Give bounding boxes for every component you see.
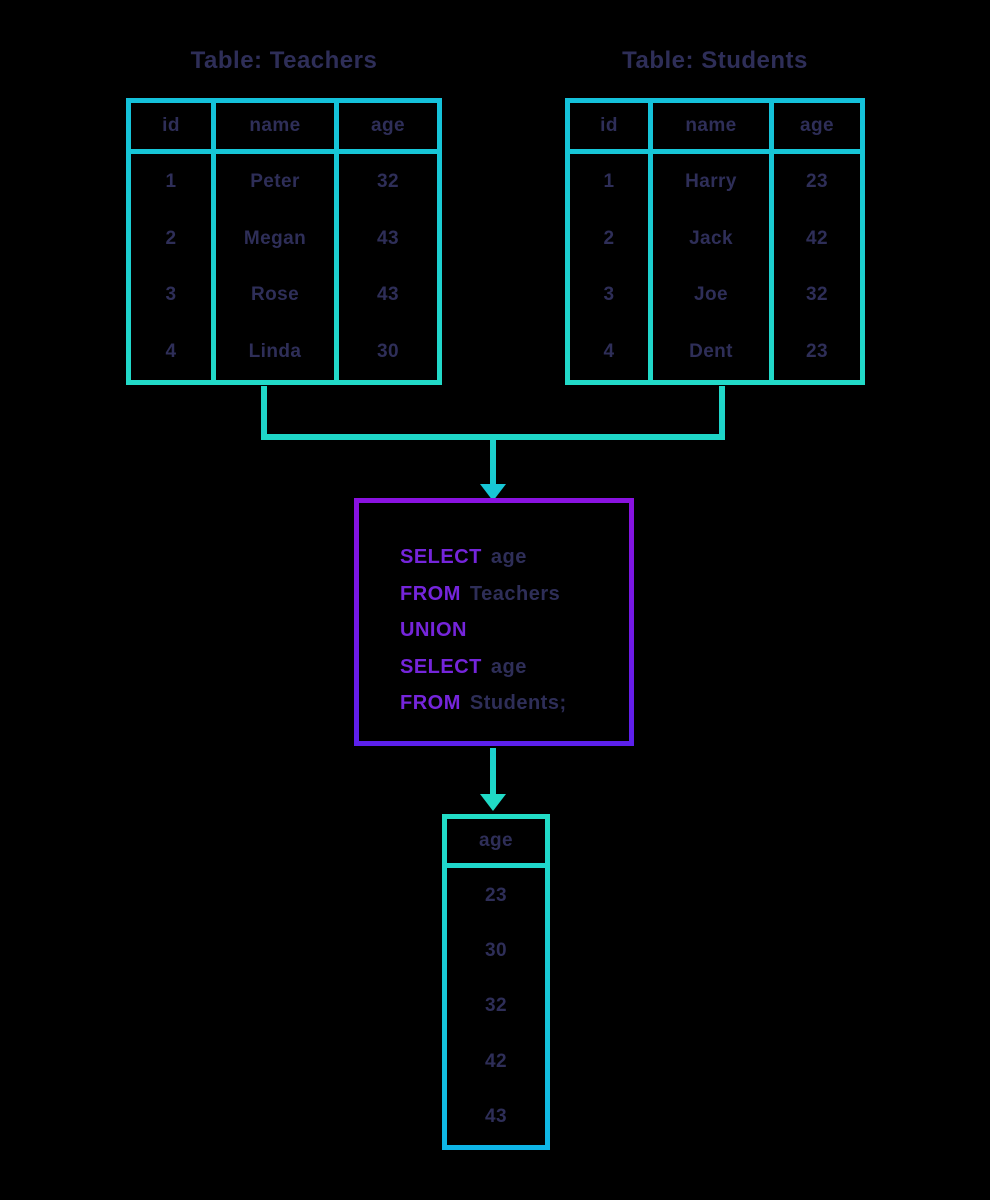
sql-argument: Students; [469,692,567,714]
table-cell: Joe [694,284,728,306]
table-cell: 32 [377,171,399,193]
result-arrow-shaft [490,748,496,796]
sql-keyword: SELECT [400,655,482,678]
table-cell: 32 [806,284,828,306]
students-connector-line [719,386,725,440]
sql-keyword: FROM [400,692,461,714]
teachers-column-name: Peter Megan Rose Linda [216,154,334,380]
teachers-header-name: name [216,103,334,149]
table-cell: 3 [165,284,177,306]
teachers-header-id: id [131,103,211,149]
students-column-id: 1 2 3 4 [570,154,648,380]
sql-argument: Teachers [469,582,561,605]
sql-argument: age [490,655,527,678]
students-table: id name age 1 2 3 4 Harry Jack Joe Dent … [565,98,865,385]
teachers-header-age: age [339,103,437,149]
table-cell: 2 [603,227,615,249]
table-cell: 1 [603,171,615,193]
students-header-name: name [653,103,769,149]
sql-keyword: SELECT [400,546,482,568]
sql-argument: age [490,546,527,568]
sql-line: SELECT age [400,649,629,686]
teachers-table-title: Table: Teachers [190,47,378,74]
sql-query-box: SELECT age FROM Teachers UNION SELECT age F… [354,498,634,746]
sql-query-code: SELECT age FROM Teachers UNION SELECT age F… [359,503,629,741]
table-cell: 1 [165,171,177,193]
table-cell: Rose [250,284,300,306]
table-cell: 43 [377,227,399,249]
sql-keyword: UNION [400,619,467,641]
table-cell: Peter [250,171,300,193]
teachers-table: id name age 1 2 3 4 Peter Megan Rose Lin… [126,98,442,385]
sql-keyword: FROM [400,582,461,605]
sql-line: FROM Students; [400,685,629,722]
teachers-column-id: 1 2 3 4 [131,154,211,380]
table-cell: 32 [485,995,507,1017]
table-cell: Jack [689,227,733,249]
sql-line: FROM Teachers [400,576,629,613]
table-cell: 30 [485,940,507,962]
table-cell: 23 [485,884,507,906]
table-cell: Linda [248,340,302,362]
teachers-connector-line [261,386,267,440]
table-cell: Megan [243,227,307,249]
table-cell: 43 [377,284,399,306]
table-cell: 2 [165,227,177,249]
arrow-down-icon [480,794,506,811]
students-header-age: age [774,103,860,149]
table-cell: 42 [806,227,828,249]
table-cell: 42 [485,1050,507,1072]
arrow-down-icon [480,484,506,501]
result-table: age 23 30 32 42 43 [442,814,550,1150]
table-cell: Harry [685,171,737,193]
students-header-id: id [570,103,648,149]
teachers-column-age: 32 43 43 30 [339,154,437,380]
result-column-age: 23 30 32 42 43 [447,868,545,1145]
table-cell: 30 [377,340,399,362]
merge-connector-line [261,434,725,440]
students-column-age: 23 42 32 23 [774,154,860,380]
students-column-name: Harry Jack Joe Dent [653,154,769,380]
union-arrow-shaft [490,440,496,486]
sql-line: SELECT age [400,539,629,576]
table-cell: 23 [806,340,828,362]
table-cell: 43 [485,1106,507,1128]
result-header-age: age [447,819,545,863]
students-table-title: Table: Students [622,47,808,74]
table-cell: 3 [603,284,615,306]
table-cell: 4 [165,340,177,362]
table-cell: 4 [603,340,615,362]
table-cell: Dent [689,340,733,362]
sql-line: UNION [400,612,629,649]
table-cell: 23 [806,171,828,193]
